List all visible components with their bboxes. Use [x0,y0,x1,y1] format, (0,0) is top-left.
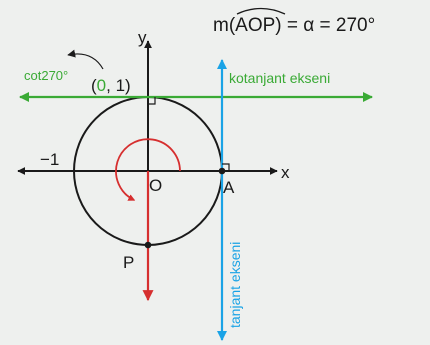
pointer-arrow [67,49,104,70]
cotangent-axis-label: kotanjant ekseni [229,70,330,86]
right-angle-marker-top [148,97,156,105]
coordinate-label: (0, 1) [91,76,131,95]
angle-arc [115,138,181,201]
minus-one-label: −1 [40,150,59,169]
coordinate-open: ( [91,76,97,95]
tangent-axis-label: tanjant ekseni [227,242,243,328]
angle-title-prefix: m( [213,15,236,36]
x-axis-label: x [281,163,290,182]
cot-value-label: cot270° [24,68,68,83]
point-p-dot [144,241,152,249]
point-a-label: A [223,178,235,197]
angle-title-arc: AOP [235,15,275,36]
arc-symbol [236,7,286,15]
angle-title-suffix: ) = α = 270° [275,15,375,36]
y-axis-label: y [138,28,147,47]
point-a-dot [218,167,226,175]
right-angle-marker-a [222,163,230,171]
origin-label: O [149,176,162,195]
coordinate-zero: 0 [97,76,106,95]
point-p-label: P [123,253,134,272]
coordinate-rest: , 1) [106,76,131,95]
angle-title: m(AOP) = α = 270° [213,15,375,36]
